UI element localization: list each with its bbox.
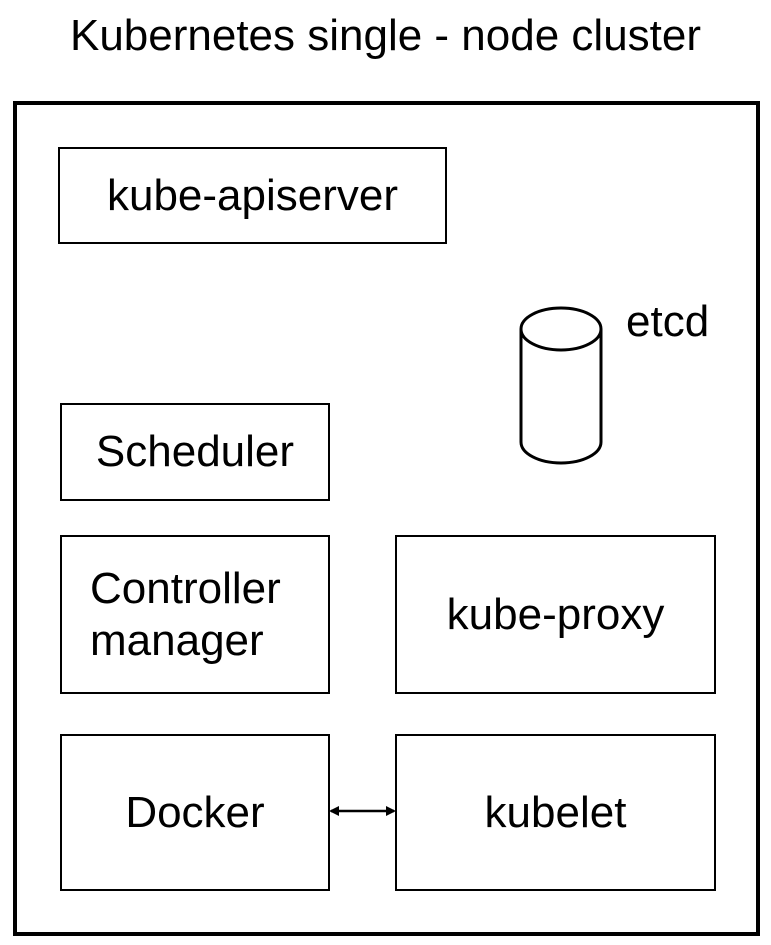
docker-label: Docker xyxy=(125,787,265,837)
controller-manager-box: Controller manager xyxy=(60,535,330,694)
node-cluster-boundary xyxy=(13,101,760,936)
etcd-label: etcd xyxy=(626,297,710,346)
kube-apiserver-box: kube-apiserver xyxy=(58,147,447,244)
database-cylinder-icon xyxy=(519,306,603,465)
kube-apiserver-label: kube-apiserver xyxy=(106,170,399,220)
kubelet-label: kubelet xyxy=(484,787,627,837)
kubelet-box: kubelet xyxy=(395,734,716,891)
diagram-title: Kubernetes single - node cluster xyxy=(69,11,702,60)
kube-proxy-label: kube-proxy xyxy=(446,589,665,639)
controller-manager-label: Controller manager xyxy=(90,563,281,665)
scheduler-label: Scheduler xyxy=(95,427,295,476)
kube-proxy-box: kube-proxy xyxy=(395,535,716,694)
docker-box: Docker xyxy=(60,734,330,891)
scheduler-box: Scheduler xyxy=(60,403,330,501)
